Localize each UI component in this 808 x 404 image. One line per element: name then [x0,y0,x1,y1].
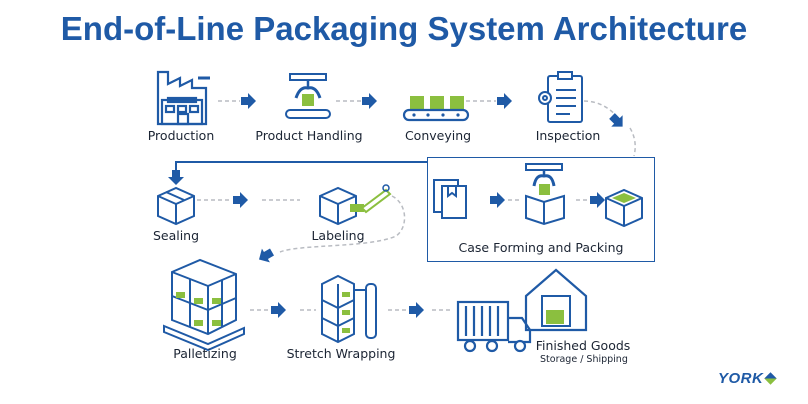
packed-box-icon [605,188,643,228]
label-conveying: Conveying [404,128,472,143]
flat-carton-icon [433,179,467,219]
york-logo: YORK [718,370,778,387]
label-stretch-wrapping: Stretch Wrapping [286,346,396,361]
clipboard-icon [538,71,583,123]
label-labeling: Labeling [311,228,365,243]
pallet-labels [176,292,221,326]
label-finished-goods: Finished Goods [535,338,631,353]
robot-packing-icon [525,163,565,226]
label-product-handling: Product Handling [255,128,363,143]
labeling-icon [319,184,392,226]
page-title: End-of-Line Packaging System Architectur… [60,10,748,47]
pallet-icon [163,258,245,352]
return-line [175,161,427,172]
sealed-box-icon [157,186,195,226]
logo-cube-icon [764,372,778,385]
label-inspection: Inspection [535,128,601,143]
factory-icon [156,70,210,126]
logo-text: YORK [718,370,764,387]
truck-icon [456,300,532,353]
wrap-labels [342,292,350,333]
label-production: Production [147,128,215,143]
warehouse-icon [524,268,588,332]
flow-arrows [168,93,629,318]
robot-arm-icon [285,73,331,119]
stretch-wrap-icon [321,274,377,344]
label-storage-shipping: Storage / Shipping [540,354,628,365]
label-palletizing: Palletizing [173,346,237,361]
flow-connectors [197,100,636,311]
case-forming-box [427,157,655,262]
label-case-forming: Case Forming and Packing [458,240,624,255]
label-sealing: Sealing [152,228,200,243]
conveyor-icon [402,96,470,122]
